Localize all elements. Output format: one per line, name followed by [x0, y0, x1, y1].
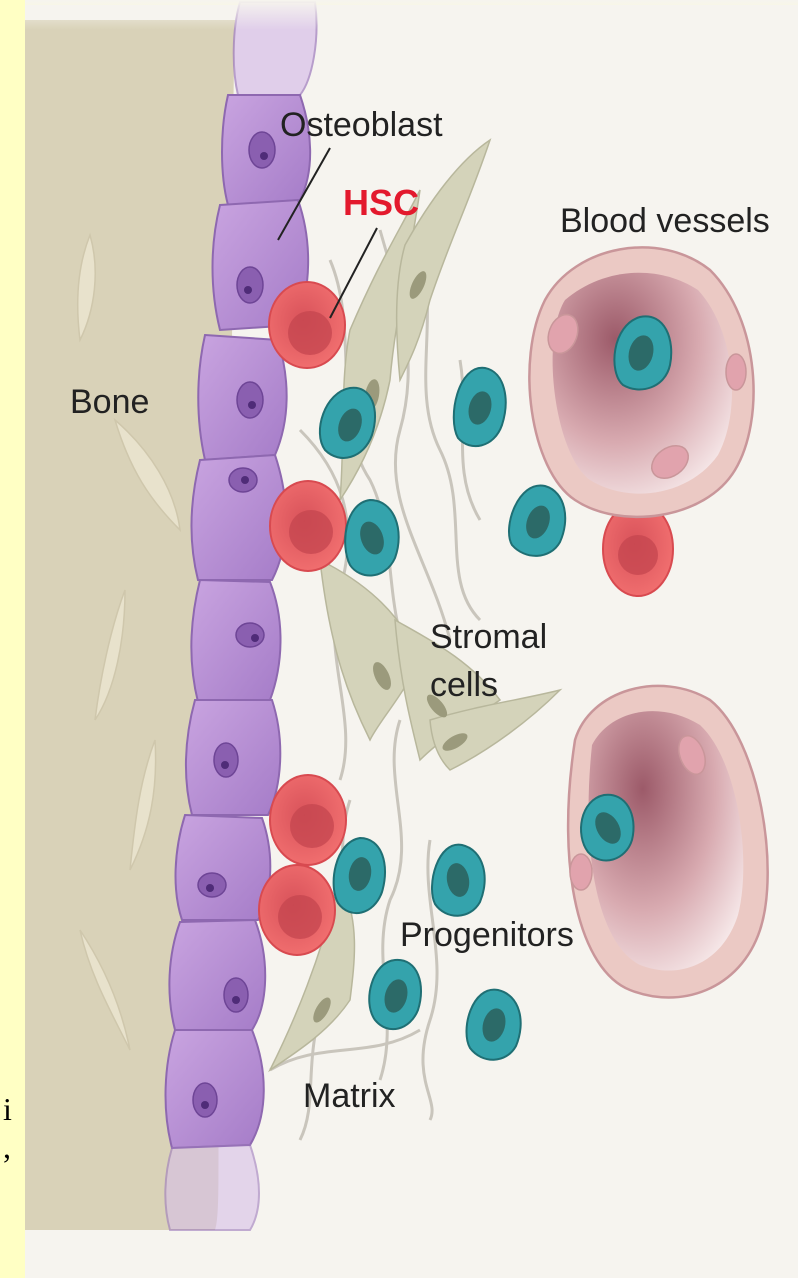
stromal-label: Stromal — [430, 618, 547, 656]
matrix-label: Matrix — [303, 1077, 396, 1115]
blood-vessels-label: Blood vessels — [560, 202, 770, 240]
cells-label: cells — [430, 666, 498, 704]
osteoblast-cell — [169, 920, 265, 1030]
margin-text-line1: i — [3, 1091, 12, 1127]
osteoblast-label: Osteoblast — [280, 106, 443, 144]
hsc-label: HSC — [343, 182, 419, 223]
osteoblast-cell — [191, 580, 280, 702]
bone-label: Bone — [70, 383, 149, 421]
osteoblast-cell — [176, 815, 271, 920]
margin-text-line2: , — [3, 1129, 11, 1165]
osteoblast-cell — [165, 1145, 259, 1230]
progenitors-label: Progenitors — [400, 916, 574, 954]
